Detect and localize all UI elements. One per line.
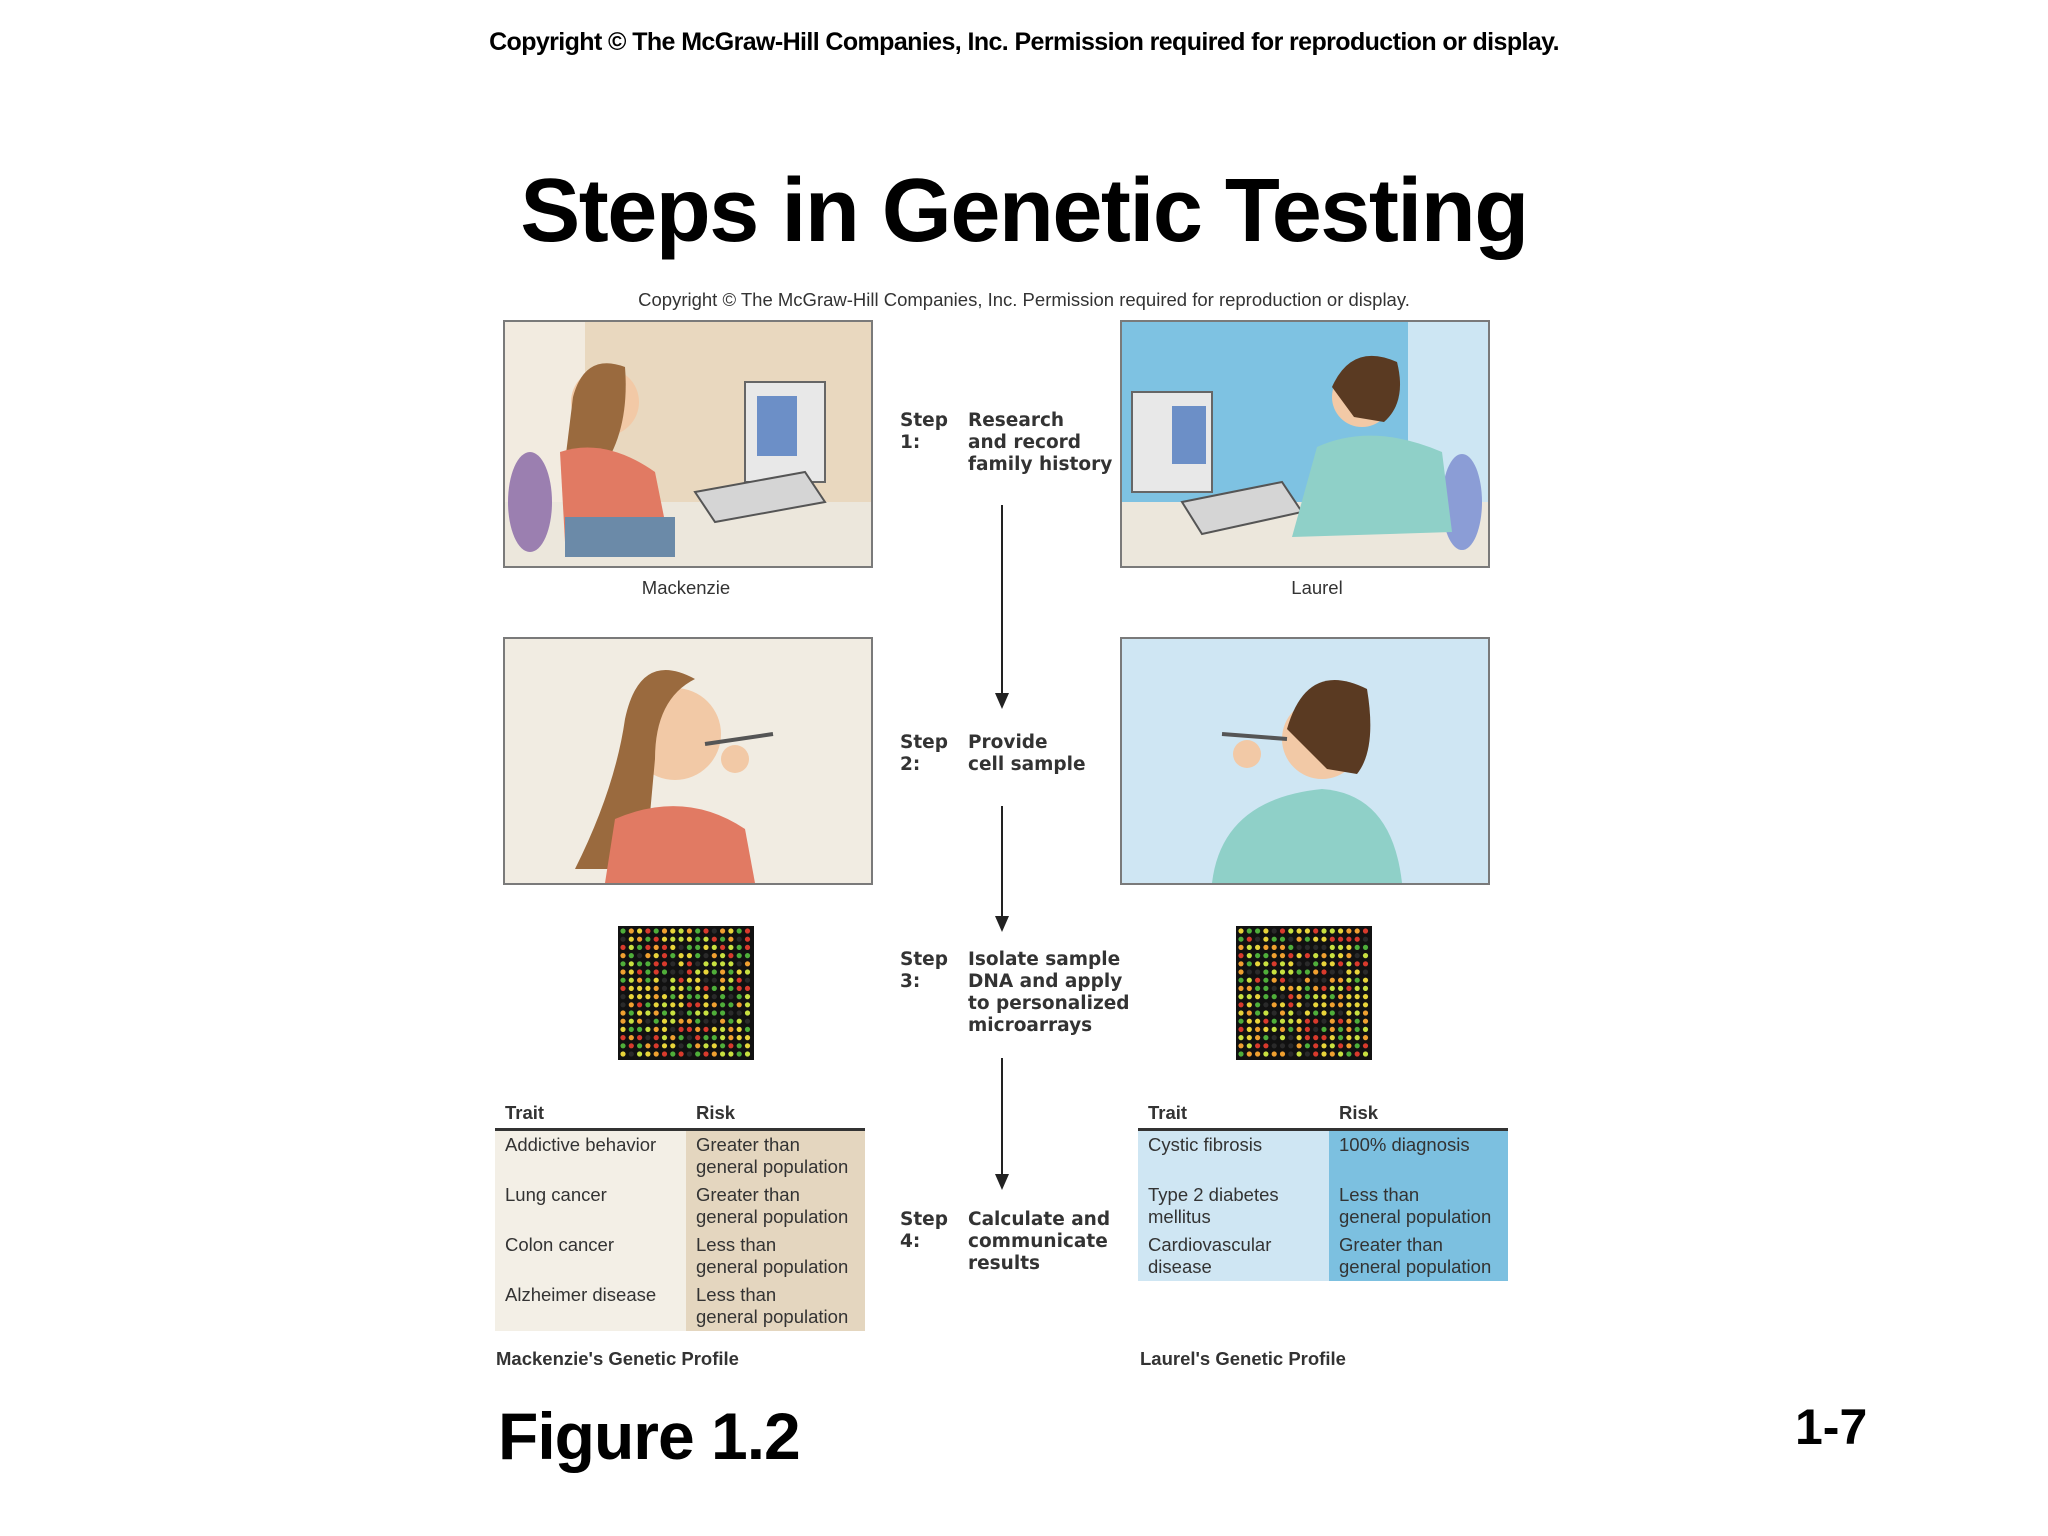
flow-arrow-1-shaft	[1001, 505, 1003, 695]
profile-trait-cell: Cystic fibrosis	[1138, 1129, 1329, 1181]
profile-trait-cell: Addictive behavior	[495, 1129, 686, 1181]
profile-header-trait: Trait	[495, 1102, 686, 1131]
laurel-computer-illustration	[1120, 320, 1490, 568]
profile-risk-cell: Greater than general population	[686, 1129, 865, 1181]
mackenzie-cheek-swab-illustration	[503, 637, 873, 885]
profile-header-risk: Risk	[686, 1102, 865, 1131]
profile-risk-cell: Less than general population	[1329, 1181, 1508, 1231]
profile-trait-cell: Type 2 diabetes mellitus	[1138, 1181, 1329, 1231]
slide-copyright-notice: Copyright © The McGraw-Hill Companies, I…	[489, 28, 1559, 56]
figure-label: Figure 1.2	[498, 1399, 801, 1473]
figure-copyright-notice: Copyright © The McGraw-Hill Companies, I…	[638, 289, 1410, 310]
flow-arrow-2-shaft	[1001, 806, 1003, 918]
flow-arrow-3-shaft	[1001, 1058, 1003, 1176]
step-1-label: Step 1:Research and record family histor…	[900, 410, 1113, 475]
step-4-label: Step 4:Calculate and communicate results	[900, 1209, 1111, 1274]
profile-header-trait: Trait	[1138, 1102, 1329, 1131]
flow-arrow-1-head	[995, 693, 1009, 709]
profile-risk-cell: Greater than general population	[686, 1181, 865, 1231]
flow-arrow-2-head	[995, 916, 1009, 932]
step-3-label: Step 3:Isolate sample DNA and apply to p…	[900, 949, 1130, 1036]
person-name-mackenzie: Mackenzie	[641, 577, 731, 598]
profile-trait-cell: Alzheimer disease	[495, 1281, 686, 1331]
step-2-label: Step 2:Provide cell sample	[900, 732, 1086, 775]
flow-arrow-3-head	[995, 1174, 1009, 1190]
profile-risk-cell: 100% diagnosis	[1329, 1129, 1508, 1181]
mackenzie-microarray	[618, 926, 754, 1060]
profile-risk-cell: Greater than general population	[1329, 1231, 1508, 1281]
mackenzie-profile-caption: Mackenzie's Genetic Profile	[496, 1348, 739, 1369]
laurel-microarray	[1236, 926, 1372, 1060]
slide-title: Steps in Genetic Testing	[520, 161, 1529, 261]
profile-risk-cell: Less than general population	[686, 1281, 865, 1331]
slide-number: 1-7	[1795, 1399, 1868, 1455]
laurel-profile-caption: Laurel's Genetic Profile	[1140, 1348, 1346, 1369]
profile-trait-cell: Colon cancer	[495, 1231, 686, 1281]
profile-trait-cell: Lung cancer	[495, 1181, 686, 1231]
laurel-cheek-swab-illustration	[1120, 637, 1490, 885]
profile-risk-cell: Less than general population	[686, 1231, 865, 1281]
mackenzie-computer-illustration	[503, 320, 873, 568]
profile-header-risk: Risk	[1329, 1102, 1508, 1131]
profile-trait-cell: Cardiovascular disease	[1138, 1231, 1329, 1281]
person-name-laurel: Laurel	[1291, 577, 1343, 598]
